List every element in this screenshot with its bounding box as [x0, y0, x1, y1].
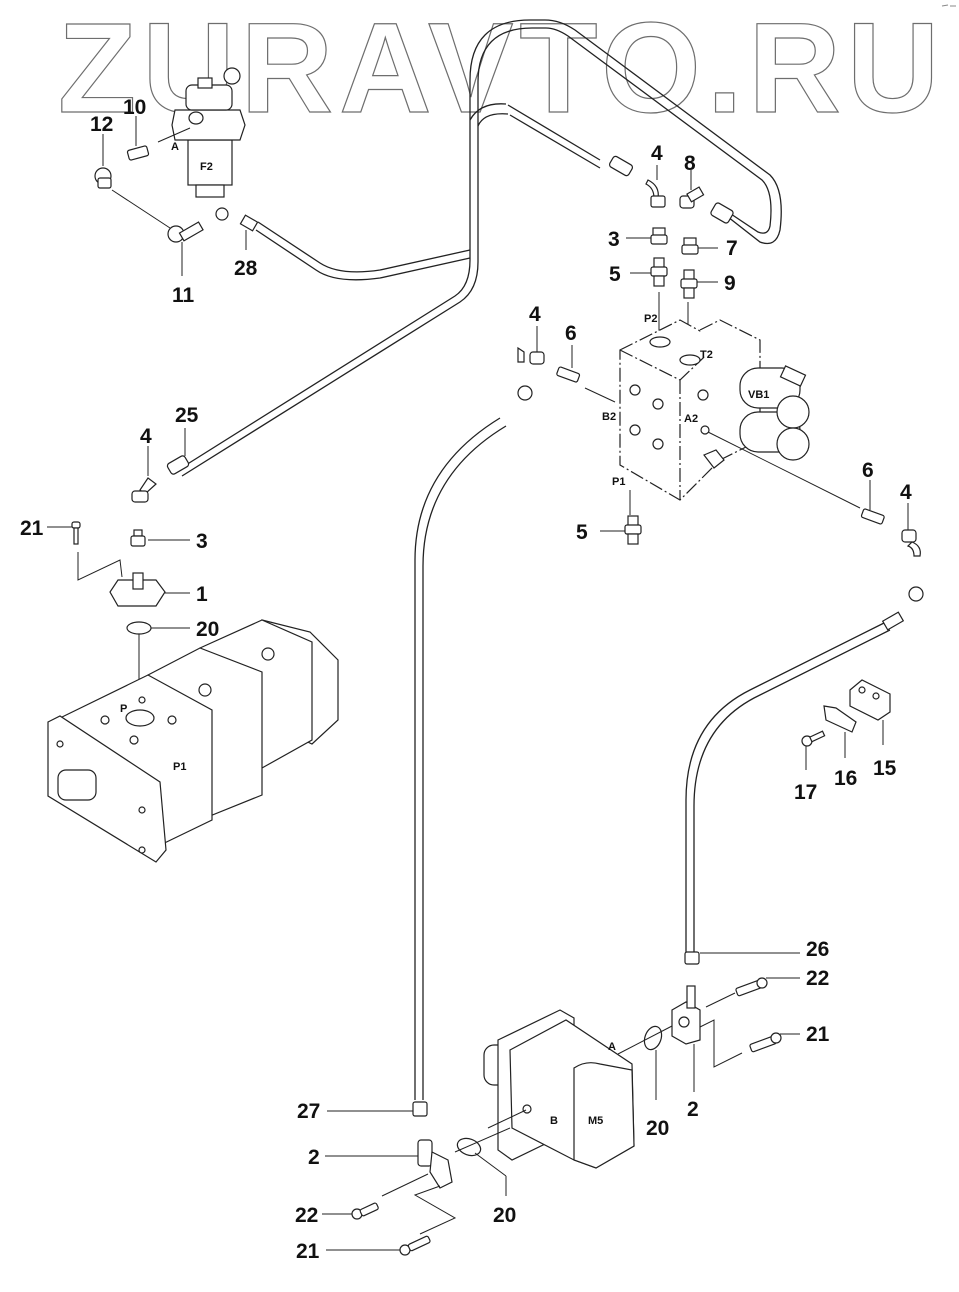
- callout-4-top: 4: [651, 142, 663, 165]
- part-12-banjo: 12: [90, 113, 171, 229]
- part-4-elbow-valve-right: 4: [900, 481, 921, 557]
- part-9-nipple: 9: [680, 269, 736, 365]
- part-10-fitting: 10: [123, 96, 150, 161]
- motor-port-b: B: [550, 1115, 558, 1127]
- callout-16: 16: [834, 767, 857, 790]
- part-2-flange-lower: 2: [308, 1139, 453, 1189]
- hose-end-26-top: [881, 586, 924, 631]
- callout-25: 25: [175, 404, 199, 427]
- part-16-clamp-plate: 16: [823, 705, 857, 790]
- part-21-bolt-lower: 21: [296, 1185, 457, 1263]
- hose-26: [685, 621, 891, 952]
- valve-label-vb1: VB1: [748, 389, 769, 401]
- callout-27: 27: [297, 1100, 320, 1123]
- callout-1: 1: [196, 583, 208, 606]
- callout-3-top: 3: [608, 228, 620, 251]
- valve-port-b2: B2: [602, 411, 616, 423]
- hose-27: [414, 417, 507, 1100]
- hose-end-right: [710, 202, 734, 224]
- part-20-oring-lower: 20: [454, 1127, 516, 1227]
- part-2-flange-motor: 2: [671, 985, 701, 1121]
- part-22-bolt-lower: 22: [295, 1173, 429, 1227]
- part-1-flange: 1: [109, 572, 208, 607]
- part-25-hose-end: 25: [166, 404, 199, 475]
- callout-2-lower: 2: [308, 1146, 320, 1169]
- filter-port-a: A: [171, 141, 179, 153]
- part-6-adapter-left: 6: [556, 322, 581, 383]
- callout-5-top: 5: [609, 263, 621, 286]
- callout-6-left: 6: [565, 322, 577, 345]
- callout-4-pump: 4: [140, 425, 152, 448]
- callout-22-lower: 22: [295, 1204, 318, 1227]
- hose-mid-upper: [469, 103, 601, 169]
- callout-3-pump: 3: [196, 530, 208, 553]
- pump-p1: P P1: [47, 619, 339, 863]
- valve-port-p2: P2: [644, 313, 657, 325]
- part-8-elbow: 8: [679, 152, 705, 209]
- part-5-nipple-top: 5: [609, 257, 668, 340]
- part-7-adapter: 7: [681, 237, 738, 260]
- valve-port-p1: P1: [612, 476, 625, 488]
- pump-label-p1: P1: [173, 761, 186, 773]
- callout-11: 11: [172, 284, 195, 307]
- callout-10: 10: [123, 96, 146, 119]
- hose-end-b2: [517, 385, 533, 401]
- pump-port-p: P: [120, 703, 127, 715]
- filter-label-f2: F2: [200, 161, 213, 173]
- hose-end-fitting: [608, 155, 634, 177]
- part-4-elbow-pump: 4: [131, 425, 157, 503]
- valve-port-a2: A2: [684, 413, 698, 425]
- callout-5-bottom: 5: [576, 521, 588, 544]
- callout-17: 17: [794, 781, 817, 804]
- filter-f2: F2 A: [157, 67, 246, 198]
- part-26-hose-end: 26: [684, 938, 829, 965]
- callout-4-valve-right: 4: [900, 481, 912, 504]
- callout-21-lower: 21: [296, 1240, 320, 1263]
- motor-m5: A B M5: [483, 1009, 635, 1169]
- callout-15: 15: [873, 757, 897, 780]
- part-21-bolt-motor: 21: [699, 1019, 830, 1068]
- valve-port-t2: T2: [700, 349, 713, 361]
- hose-main-upper: [177, 19, 782, 477]
- valve-block-vb1: P2 T2 B2 A2 P1 VB1: [584, 313, 861, 515]
- motor-label-m5: M5: [588, 1115, 603, 1127]
- callout-20-lower: 20: [493, 1204, 516, 1227]
- part-6-adapter-right: 6: [860, 459, 885, 525]
- part-17-bolt: 17: [794, 730, 826, 804]
- callout-28: 28: [234, 257, 258, 280]
- part-4-elbow-valve-left: 4: [517, 303, 545, 365]
- callout-9: 9: [724, 272, 736, 295]
- part-5-nipple-bottom: 5: [576, 515, 642, 545]
- part-15-clamp-block: 15: [849, 679, 897, 780]
- part-3-adapter-top: 3: [608, 227, 668, 251]
- callout-6-right: 6: [862, 459, 874, 482]
- part-11-tee: 11: [167, 221, 204, 307]
- callout-2-motor: 2: [687, 1098, 699, 1121]
- callout-26: 26: [806, 938, 829, 961]
- part-21-bolt-pump: 21: [20, 517, 123, 581]
- callout-7: 7: [726, 237, 738, 260]
- part-4-elbow-top: 4: [645, 142, 666, 208]
- corner-mark-icon: [941, 4, 956, 7]
- callout-21-motor: 21: [806, 1023, 830, 1046]
- part-28-hose-end: 28: [215, 207, 259, 280]
- part-20-oring-motor: 20: [617, 1025, 673, 1140]
- callout-4-valve-left: 4: [529, 303, 541, 326]
- part-22-bolt-motor: 22: [705, 967, 829, 1008]
- callout-12: 12: [90, 113, 113, 136]
- motor-port-a: A: [608, 1041, 616, 1053]
- callout-20-pump: 20: [196, 618, 219, 641]
- callout-22-motor: 22: [806, 967, 829, 990]
- part-27-hose-end: 27: [297, 1100, 428, 1123]
- callout-20-motor: 20: [646, 1117, 669, 1140]
- callout-21-pump: 21: [20, 517, 44, 540]
- part-3-adapter-pump: 3: [130, 529, 208, 553]
- callout-8: 8: [684, 152, 696, 175]
- hose-28: [255, 221, 471, 281]
